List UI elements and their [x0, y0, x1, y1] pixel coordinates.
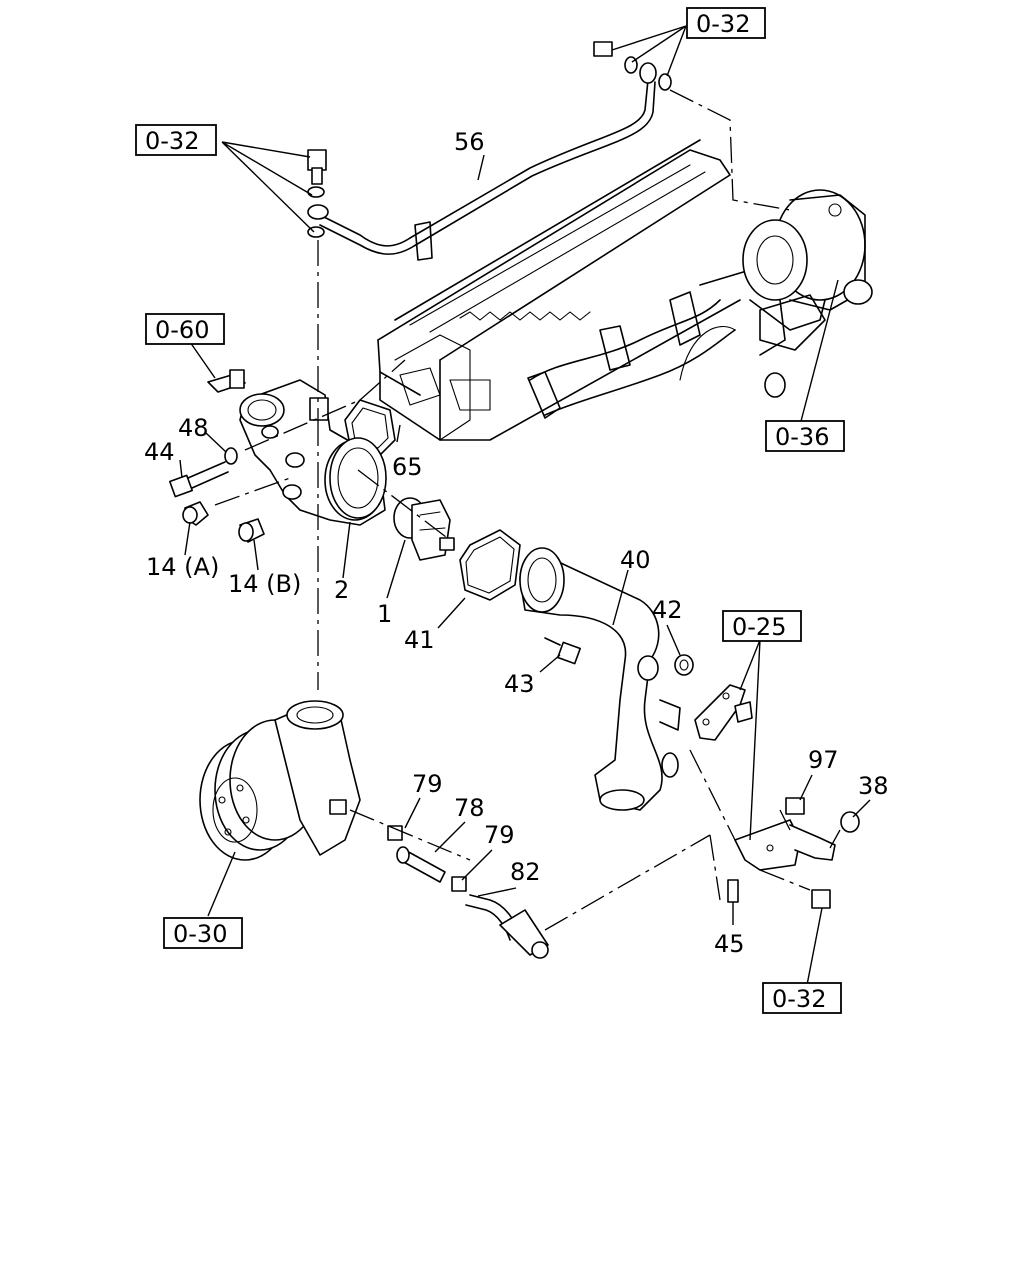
plug-14b — [238, 518, 265, 543]
ref-box-0-36[interactable]: 0-36 — [765, 420, 845, 452]
leader-lines — [179, 25, 871, 986]
bypass-hose — [387, 825, 549, 959]
svg-text:0-32: 0-32 — [145, 127, 199, 155]
oil-pipe — [307, 41, 672, 261]
thermostat — [393, 497, 455, 561]
label-part-42: 42 — [652, 596, 683, 624]
ref-box-0-32-bottom[interactable]: 0-32 — [762, 982, 842, 1014]
label-part-79-lower: 79 — [484, 821, 515, 849]
label-part-78: 78 — [454, 794, 485, 822]
label-part-14a: 14 (A) — [146, 553, 219, 581]
svg-text:0-36: 0-36 — [775, 423, 829, 451]
label-part-40: 40 — [620, 546, 651, 574]
ref-box-0-30[interactable]: 0-30 — [163, 917, 243, 949]
label-part-43: 43 — [504, 670, 535, 698]
label-part-65: 65 — [392, 453, 423, 481]
label-part-14b: 14 (B) — [228, 570, 301, 598]
label-part-79-upper: 79 — [412, 770, 443, 798]
ref-box-0-60[interactable]: 0-60 — [145, 313, 225, 345]
label-part-82: 82 — [510, 858, 541, 886]
outlet-pipe — [519, 547, 681, 811]
temperature-sensor — [207, 369, 246, 393]
svg-text:0-32: 0-32 — [696, 10, 750, 38]
label-part-44: 44 — [144, 438, 175, 466]
gasket-41 — [459, 529, 521, 601]
label-part-38: 38 — [858, 772, 889, 800]
water-pump — [199, 700, 361, 861]
label-part-41: 41 — [404, 626, 435, 654]
assembly-centerlines — [214, 89, 841, 931]
ref-box-0-32-left[interactable]: 0-32 — [135, 124, 217, 156]
label-part-45: 45 — [714, 930, 745, 958]
svg-text:0-25: 0-25 — [732, 613, 786, 641]
bracket-lower — [727, 797, 860, 909]
label-part-1: 1 — [377, 600, 392, 628]
label-part-56: 56 — [454, 128, 485, 156]
svg-text:0-30: 0-30 — [173, 920, 227, 948]
label-part-48: 48 — [178, 414, 209, 442]
nut-42 — [674, 654, 694, 676]
label-part-2: 2 — [334, 576, 349, 604]
ref-box-0-32-top[interactable]: 0-32 — [686, 7, 766, 39]
ref-box-0-25[interactable]: 0-25 — [722, 610, 802, 642]
svg-text:0-60: 0-60 — [155, 316, 209, 344]
label-part-97: 97 — [808, 746, 839, 774]
bolt-44 — [169, 447, 238, 498]
bracket-upper — [694, 684, 753, 741]
svg-text:0-32: 0-32 — [772, 985, 826, 1013]
turbocharger — [742, 189, 873, 351]
plug-14a — [182, 501, 209, 526]
gasket-2 — [329, 437, 387, 519]
bolt-43 — [544, 637, 581, 665]
